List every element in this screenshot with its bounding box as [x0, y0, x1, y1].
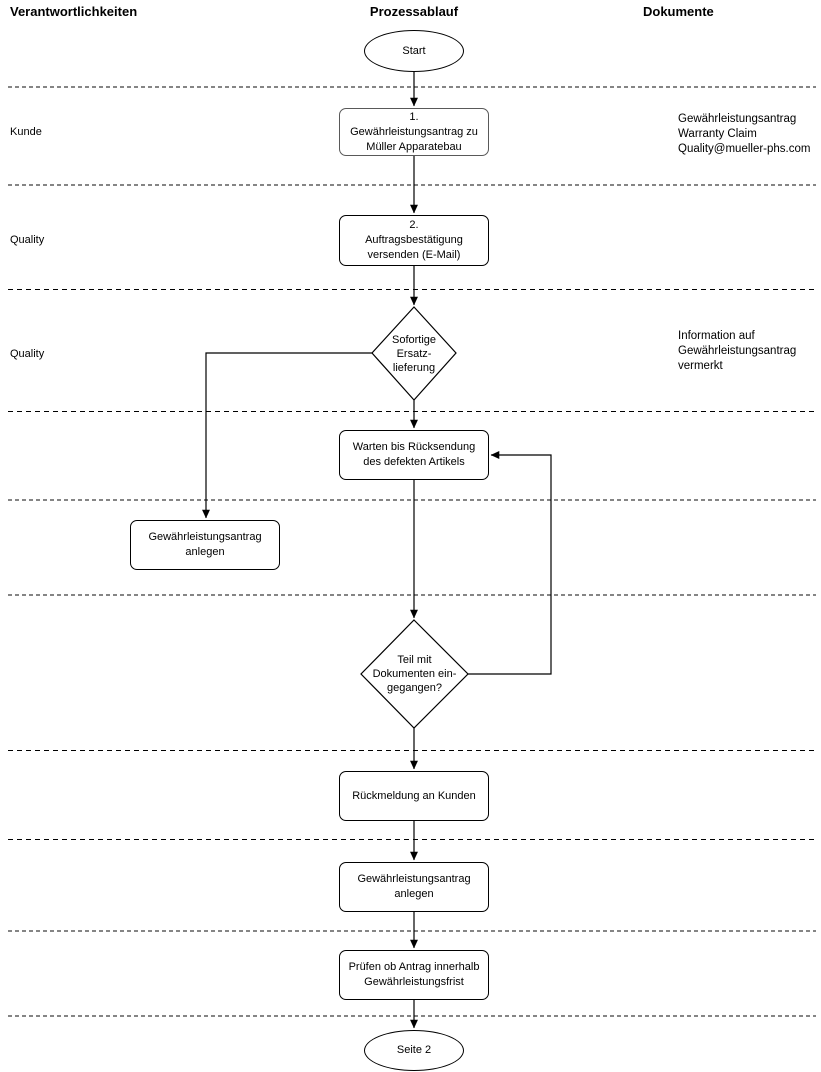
column-header-process: Prozessablauf	[369, 4, 459, 19]
process-wait-for-return-label: Warten bis Rücksendung des defekten Arti…	[352, 441, 476, 468]
lane-divider-8	[8, 839, 816, 841]
connector-decision2-loop-to-wait	[468, 451, 552, 675]
process-create-claim-label: Gewährleistungsantrag anlegen	[357, 873, 471, 900]
column-header-documents: Dokumente	[643, 4, 714, 19]
lane-divider-1	[8, 86, 816, 89]
process-create-claim-left: Gewährleistungsantrag anlegen	[130, 520, 280, 570]
process-check-warranty-period: Prüfen ob Antrag innerhalb Gewährleistun…	[339, 950, 489, 1000]
process-step-1-warranty-claim: 1. Gewährleistungsantrag zu Müller Appar…	[339, 108, 489, 156]
process-check-warranty-period-label: Prüfen ob Antrag innerhalb Gewährleistun…	[348, 961, 480, 988]
end-label: Seite 2	[396, 1044, 432, 1056]
lane-label-kunde: Kunde	[10, 126, 42, 138]
document-note-warranty-claim: Gewährleistungsantrag Warranty Claim Qua…	[678, 113, 811, 155]
lane-divider-9	[8, 930, 816, 933]
decision-part-received-label: Teil mit Dokumenten ein- gegangen?	[372, 654, 457, 694]
decision-immediate-replacement-label: Sofortige Ersatz- lieferung	[391, 333, 437, 374]
start-terminator: Start	[364, 30, 464, 72]
process-wait-for-return: Warten bis Rücksendung des defekten Arti…	[339, 430, 489, 480]
lane-divider-6	[8, 594, 816, 597]
process-feedback-to-customer: Rückmeldung an Kunden	[339, 771, 489, 821]
lane-label-quality-2: Quality	[10, 348, 45, 360]
process-feedback-to-customer-label: Rückmeldung an Kunden	[352, 789, 476, 802]
document-note-info-vermerkt: Information auf Gewährleistungsantrag ve…	[678, 330, 797, 372]
process-step-2-label: 2. Auftragsbestätigung versenden (E-Mail…	[365, 219, 463, 261]
lane-divider-3	[8, 289, 816, 291]
end-terminator-page2: Seite 2	[364, 1030, 464, 1071]
decision-immediate-replacement-text: Sofortige Ersatz- lieferung	[372, 307, 456, 400]
process-create-claim: Gewährleistungsantrag anlegen	[339, 862, 489, 912]
process-step-1-label: 1. Gewährleistungsantrag zu Müller Appar…	[350, 110, 478, 153]
lane-divider-5	[8, 499, 816, 502]
process-step-2-order-confirmation: 2. Auftragsbestätigung versenden (E-Mail…	[339, 215, 489, 266]
lane-divider-10	[8, 1015, 816, 1018]
lane-label-quality-1: Quality	[10, 234, 45, 246]
decision-part-received-text: Teil mit Dokumenten ein- gegangen?	[361, 620, 468, 728]
lane-divider-7	[8, 750, 816, 752]
process-create-claim-left-label: Gewährleistungsantrag anlegen	[148, 531, 262, 558]
lane-divider-2	[8, 184, 816, 187]
column-header-responsibilities: Verantwortlichkeiten	[10, 4, 138, 19]
start-label: Start	[402, 44, 426, 57]
lane-divider-4	[8, 411, 816, 413]
